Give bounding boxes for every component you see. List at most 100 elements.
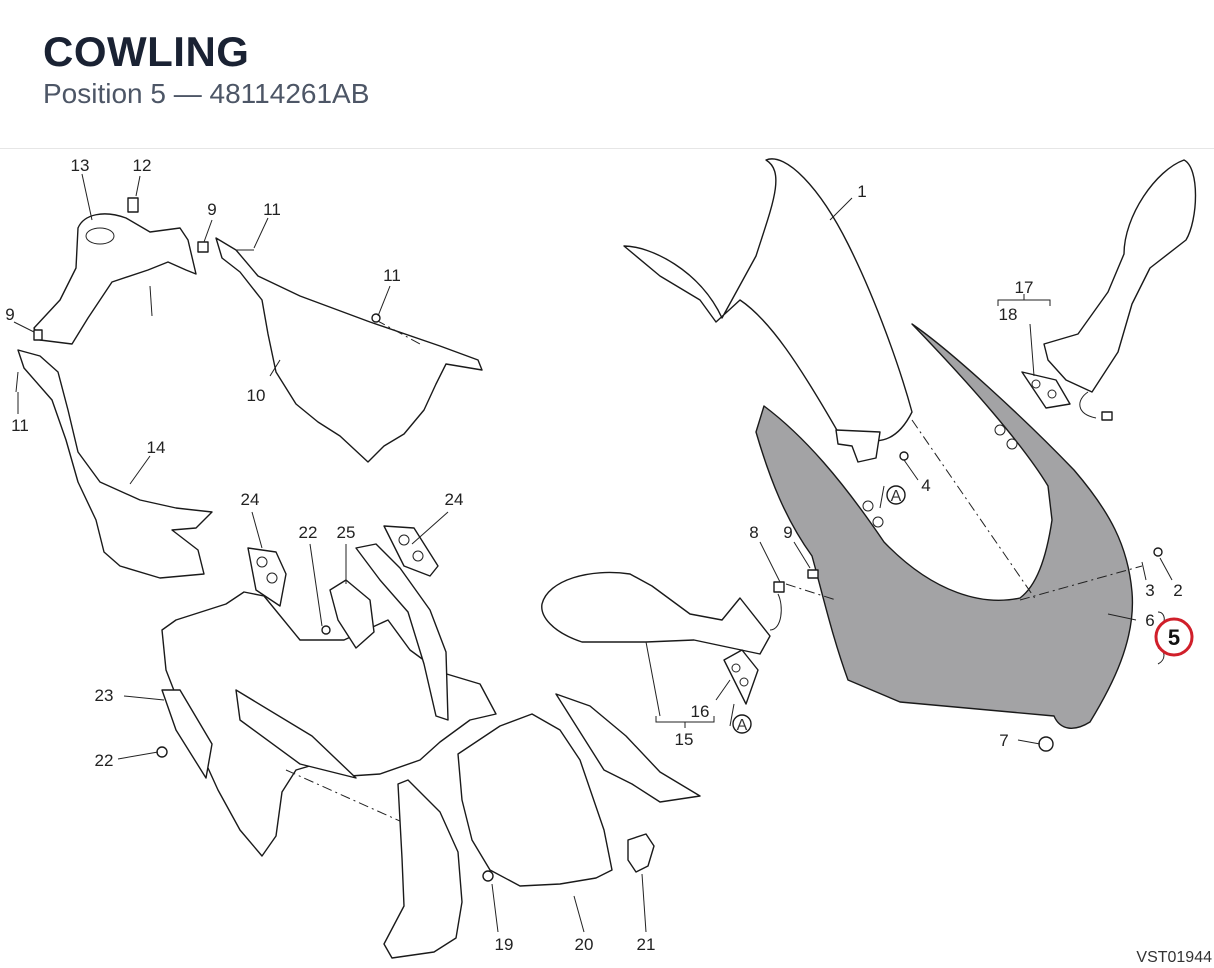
part-23-bracket[interactable] xyxy=(161,689,213,779)
fairing-hole xyxy=(872,516,884,528)
ref-mark-upper-label: A xyxy=(891,488,902,505)
bracket-15 xyxy=(655,716,715,728)
frame-strut xyxy=(235,689,357,779)
callout-23: 23 xyxy=(95,686,114,705)
highlight-position-5[interactable] xyxy=(1154,617,1194,657)
ref-arrow-lower xyxy=(729,703,735,727)
part-22-screw-bottom[interactable] xyxy=(156,746,168,758)
callout-10: 10 xyxy=(247,386,266,405)
windscreen-mount xyxy=(835,429,881,463)
callout-9-right: 9 xyxy=(783,523,792,542)
part-9-clip-left[interactable] xyxy=(33,329,43,341)
mirror-connector-right xyxy=(1101,411,1113,421)
callout-20: 20 xyxy=(575,935,594,954)
assembly-line xyxy=(375,319,421,345)
callout-21: 21 xyxy=(637,935,656,954)
part-12-grommet[interactable] xyxy=(127,197,139,213)
pad-hole xyxy=(398,534,410,546)
part-24-pad-right[interactable] xyxy=(383,525,439,577)
callout-11-top: 11 xyxy=(263,200,281,219)
part-9-clip-right[interactable] xyxy=(807,569,819,579)
part-20-air-duct[interactable] xyxy=(457,713,613,887)
part-1-windscreen[interactable] xyxy=(623,158,913,442)
assembly-line xyxy=(1019,565,1143,601)
part-2-screw[interactable] xyxy=(1153,547,1163,557)
part-4-screw[interactable] xyxy=(899,451,909,461)
callout-22-top: 22 xyxy=(299,523,318,542)
part-20-duct-side[interactable] xyxy=(555,693,701,803)
callout-3: 3 xyxy=(1145,581,1154,600)
callout-18: 18 xyxy=(999,305,1018,324)
part-8-connector[interactable] xyxy=(773,581,785,593)
part-9-clip-top[interactable] xyxy=(197,241,209,253)
part-22-screw-top[interactable] xyxy=(321,625,331,635)
callout-9-left: 9 xyxy=(5,305,14,324)
callout-24-left: 24 xyxy=(241,490,260,509)
callout-25: 25 xyxy=(337,523,356,542)
assembly-line xyxy=(785,583,837,601)
pad-hole xyxy=(412,550,424,562)
callout-4: 4 xyxy=(921,476,930,495)
drawing-code: VST01944 xyxy=(1136,949,1212,966)
callout-11-right: 11 xyxy=(383,266,401,285)
pad-hole xyxy=(256,556,268,568)
callout-11-left: 11 xyxy=(11,416,29,435)
assembly-line xyxy=(285,769,421,831)
ref-mark-upper xyxy=(886,485,906,505)
part-17-right-mirror[interactable] xyxy=(1043,159,1197,393)
part-15-left-mirror[interactable] xyxy=(541,571,771,655)
leader-lines xyxy=(13,173,1173,933)
page-header: COWLING Position 5 — 48114261AB xyxy=(0,0,1214,149)
ref-arrow-upper xyxy=(879,485,885,509)
part-5-fairing[interactable] xyxy=(755,323,1134,729)
highlight-position-label: 5 xyxy=(1168,625,1180,650)
callout-14: 14 xyxy=(147,438,166,457)
part-13-opening xyxy=(85,227,115,245)
pad-hole xyxy=(266,572,278,584)
part-number: 48114261AB xyxy=(209,78,370,109)
part-13-inner-panel[interactable] xyxy=(33,213,197,345)
mirror-wire-left xyxy=(769,593,782,631)
ref-mark-lower xyxy=(732,714,752,734)
fairing-hole xyxy=(862,500,874,512)
frame-bracket[interactable] xyxy=(161,591,497,857)
separator: — xyxy=(173,78,202,109)
part-25-mount[interactable] xyxy=(329,579,375,649)
callout-12: 12 xyxy=(133,156,152,175)
callout-19: 19 xyxy=(495,935,514,954)
part-10-inner-panel[interactable] xyxy=(215,237,483,463)
pad-hole xyxy=(739,677,749,687)
callout-13: 13 xyxy=(71,156,90,175)
fairing-hole xyxy=(1006,438,1018,450)
fairing-hole xyxy=(994,424,1006,436)
part-14-lower-panel[interactable] xyxy=(17,349,213,579)
ref-mark-lower-label: A xyxy=(737,717,748,734)
bracket-17 xyxy=(997,294,1051,306)
callout-6: 6 xyxy=(1145,611,1154,630)
callout-2: 2 xyxy=(1173,581,1182,600)
pad-hole xyxy=(731,663,741,673)
callout-8: 8 xyxy=(749,523,758,542)
pad-hole xyxy=(1047,389,1057,399)
part-16-pad-left[interactable] xyxy=(723,649,759,705)
part-7-grommet[interactable] xyxy=(1038,736,1054,752)
position-label: Position 5 xyxy=(43,78,166,109)
part-21-badge[interactable] xyxy=(627,833,655,873)
part-19-screw[interactable] xyxy=(482,870,494,882)
callout-7: 7 xyxy=(999,731,1008,750)
page-title: COWLING xyxy=(43,28,250,75)
callout-24-right: 24 xyxy=(445,490,464,509)
part-11-screw-left xyxy=(15,371,19,393)
callout-16: 16 xyxy=(691,702,710,721)
part-25-bracket-arm[interactable] xyxy=(355,543,449,721)
callout-1: 1 xyxy=(857,182,866,201)
callout-22-bottom: 22 xyxy=(95,751,114,770)
part-19-duct-channel[interactable] xyxy=(383,779,463,959)
mirror-wire-right xyxy=(1079,391,1097,419)
callout-17: 17 xyxy=(1015,278,1034,297)
callout-9-top: 9 xyxy=(207,200,216,219)
page-subtitle: Position 5 — 48114261AB xyxy=(43,78,369,110)
assembly-line xyxy=(911,419,1037,601)
callout-15: 15 xyxy=(675,730,694,749)
